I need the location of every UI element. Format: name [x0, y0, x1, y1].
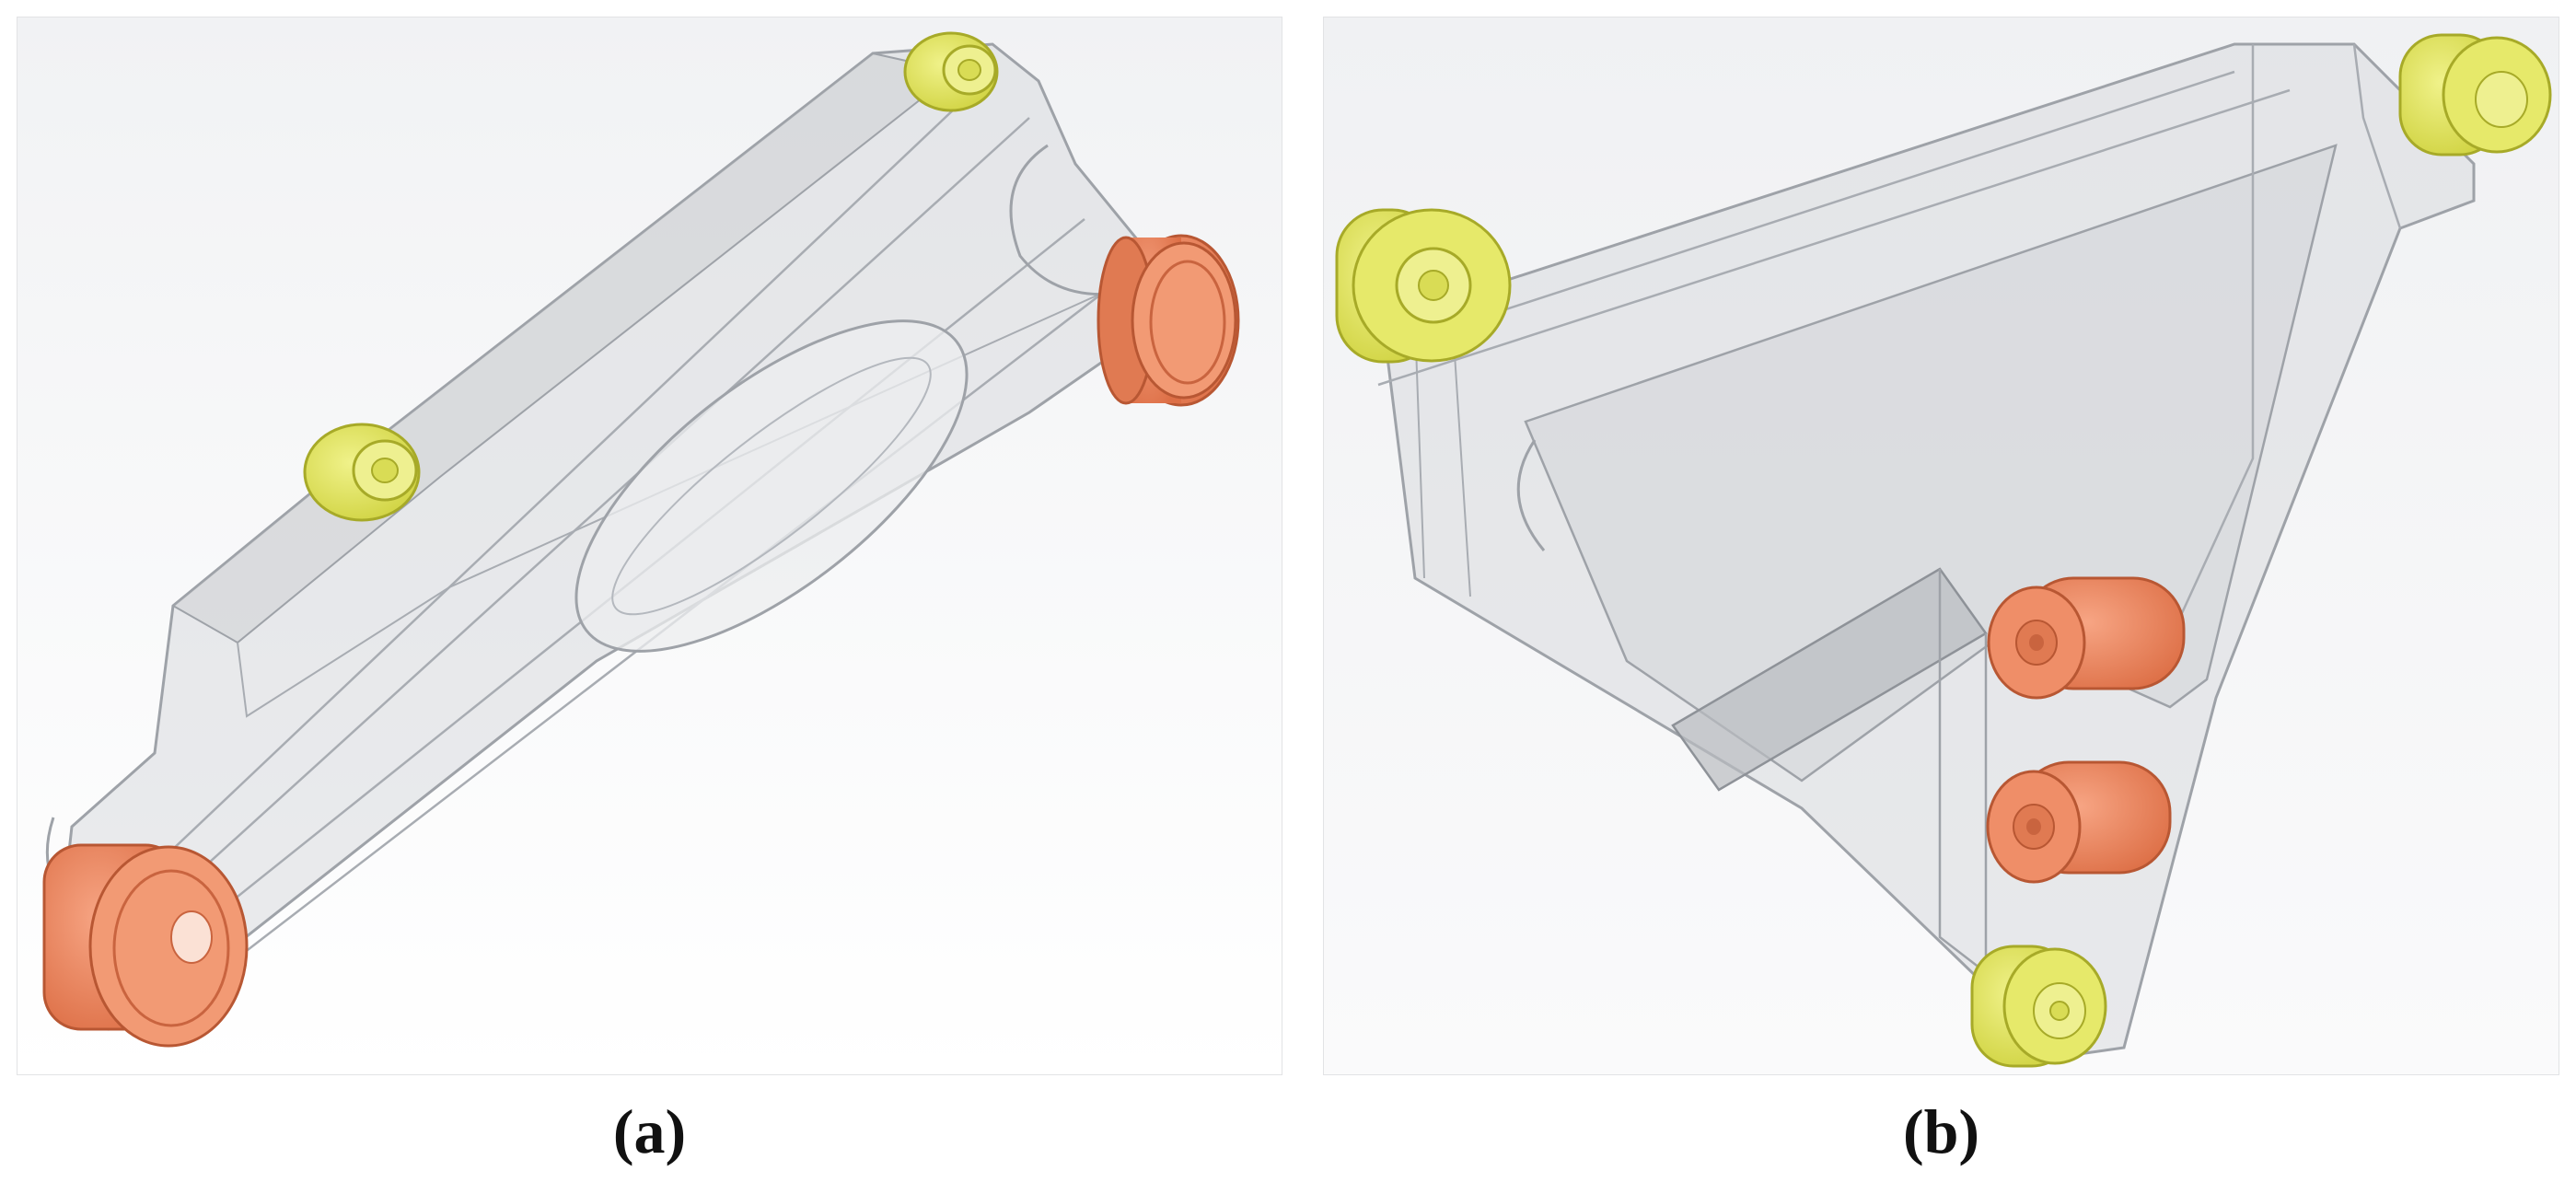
panel-a-control-arm-view: [17, 17, 1282, 1075]
panel-b-knuckle-view: [1323, 17, 2559, 1075]
knuckle-left-boss: [1516, 439, 1546, 551]
orange-bushing-lower: [1986, 760, 2172, 884]
panel-b-illustration: [1323, 17, 2559, 1075]
orange-bushing-left: [42, 843, 249, 1048]
knuckle-edges: [1377, 43, 2402, 680]
panel-b-label: (b): [1902, 1096, 1980, 1166]
orange-bushing-right: [1097, 234, 1240, 407]
panel-a-frame: [17, 17, 1282, 1075]
yellow-bushing-left: [1335, 208, 1512, 364]
yellow-bushing-top: [903, 31, 999, 112]
yellow-bushing-middle: [303, 423, 421, 522]
arm-right-boss: [1009, 144, 1122, 296]
arm-inner-edges: [99, 89, 1104, 966]
panel-b-frame: [1323, 17, 2559, 1075]
yellow-bushing-top-right: [2398, 33, 2552, 156]
arm-oval-cutout: [574, 319, 969, 653]
panel-a-label: (a): [612, 1096, 687, 1166]
panel-a-illustration: [17, 17, 1282, 1075]
yellow-bushing-bottom: [1970, 945, 2107, 1068]
orange-bushing-upper: [1987, 576, 2186, 700]
